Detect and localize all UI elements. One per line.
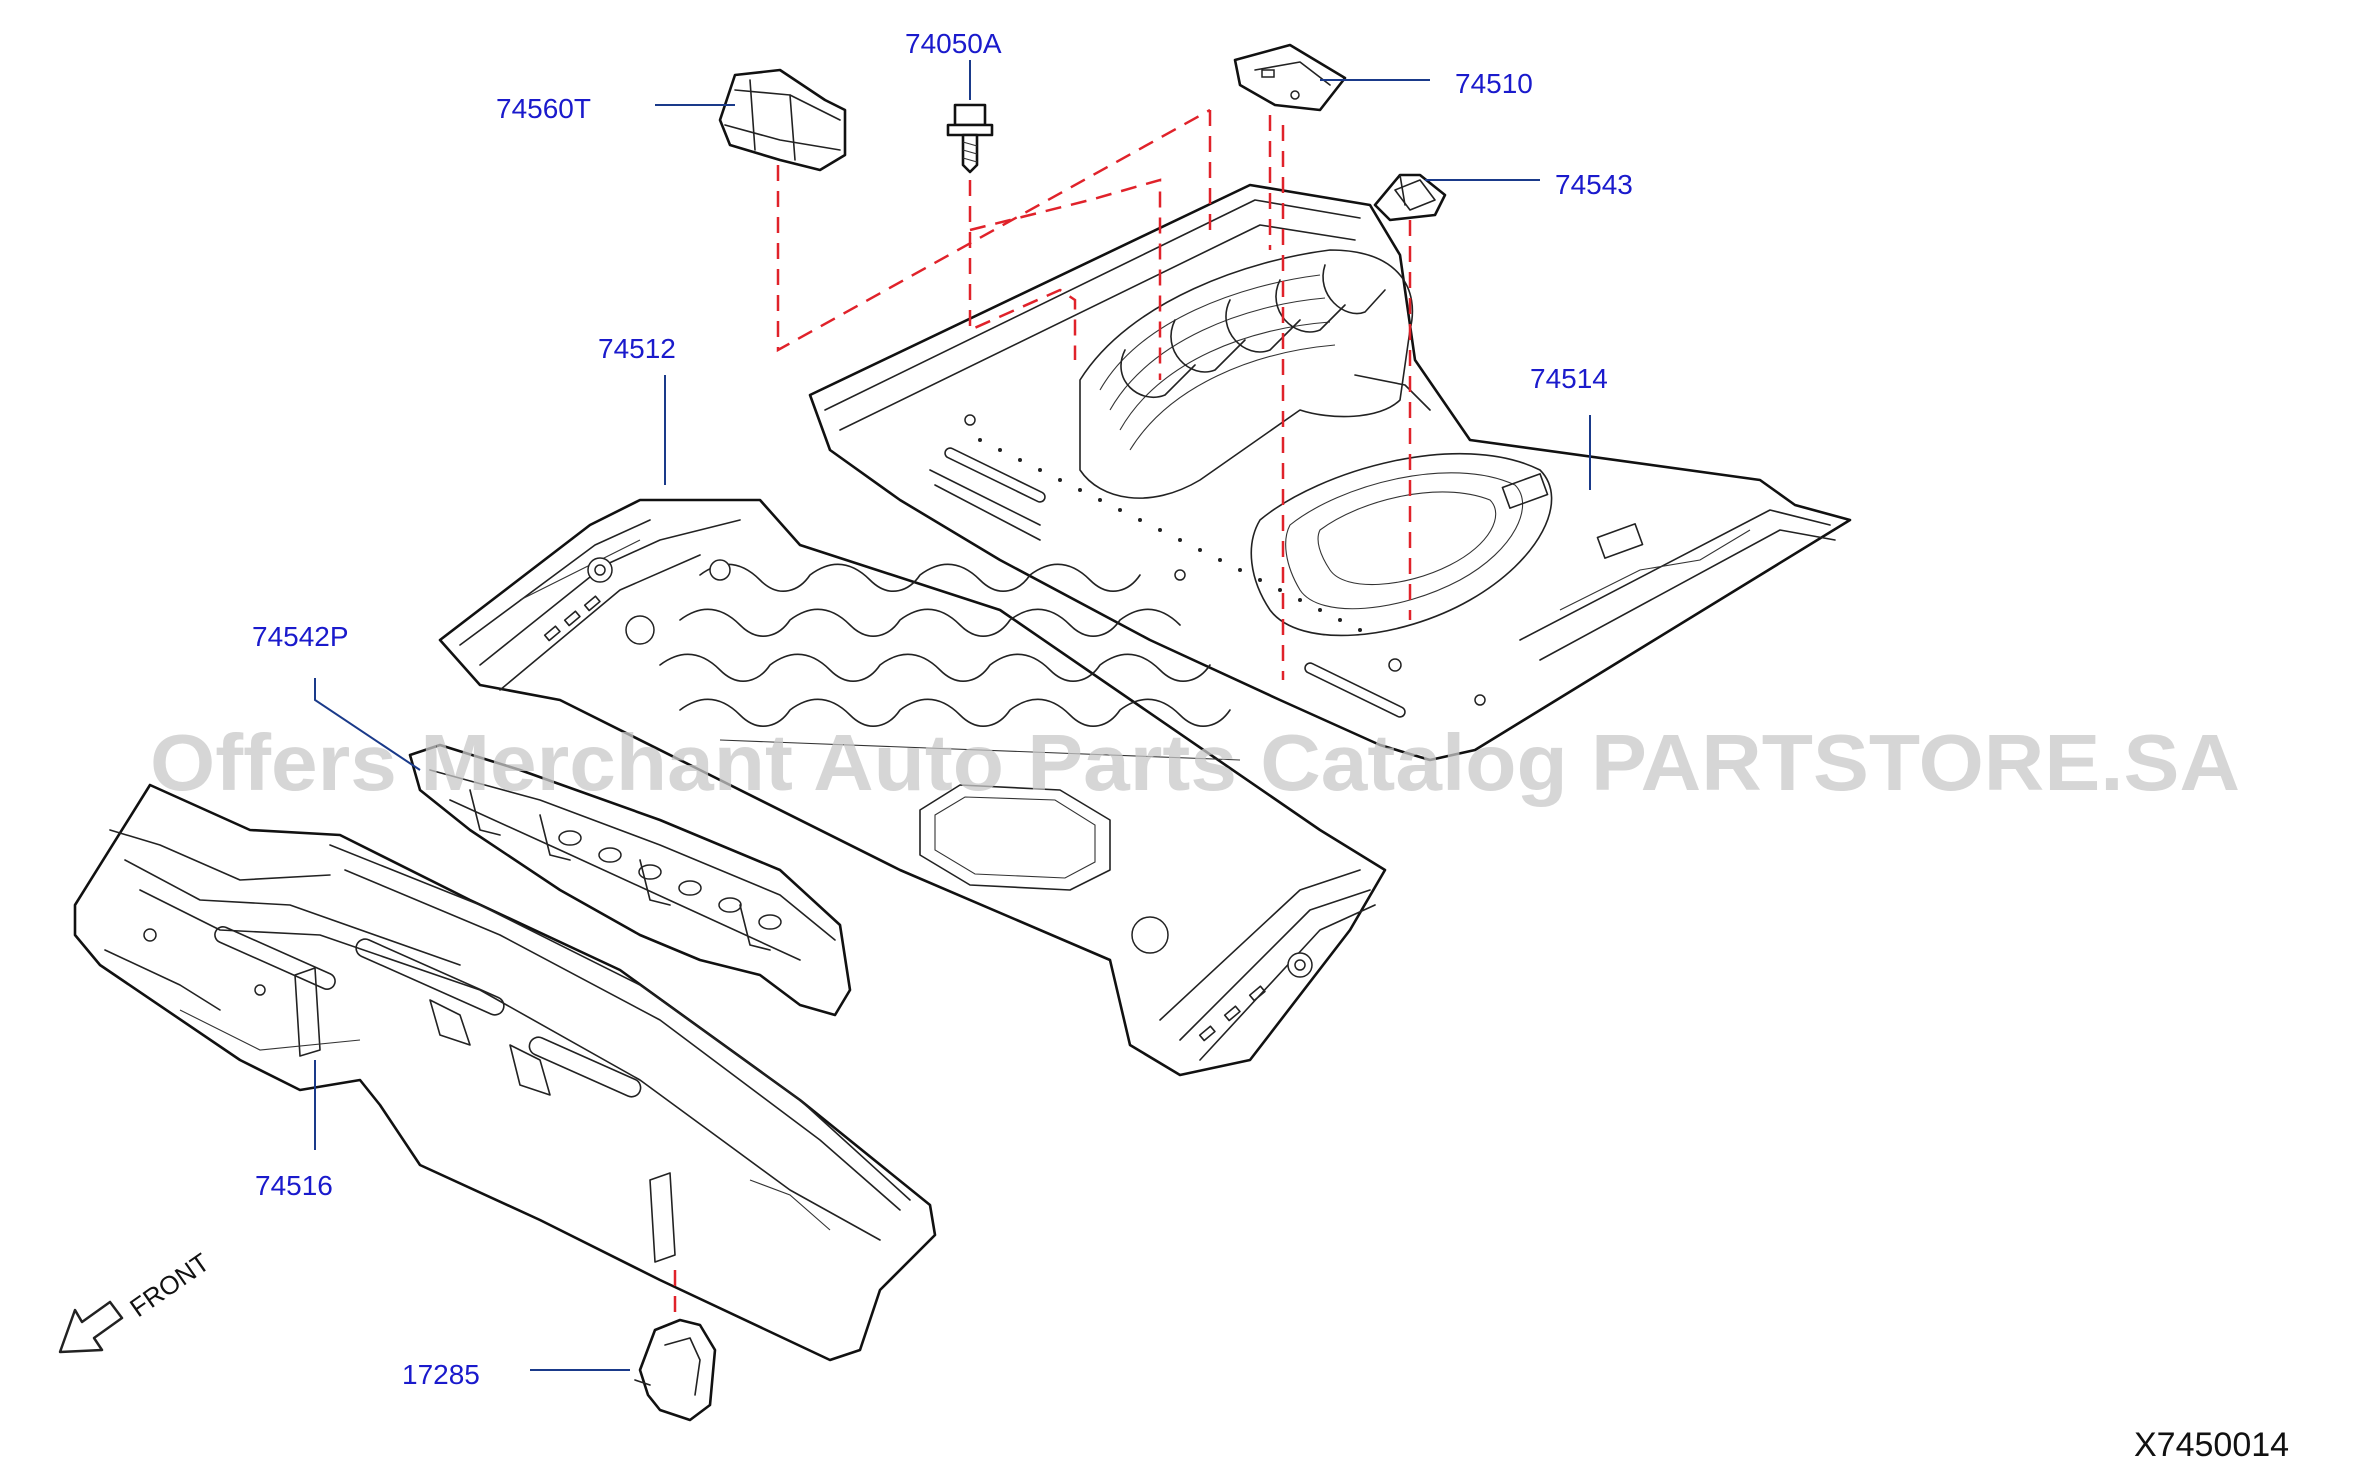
cross-member-74542P[interactable]	[408, 743, 852, 1017]
front-floor-panel-74516[interactable]	[73, 783, 937, 1362]
watermark-text: Offers Merchant Auto Parts Catalog PARTS…	[150, 718, 2240, 807]
clip-17285[interactable]	[634, 1318, 717, 1422]
label-74542P[interactable]: 74542P	[252, 621, 349, 652]
front-arrow-icon	[58, 1300, 124, 1354]
plate-74510[interactable]	[1233, 43, 1347, 112]
label-74516[interactable]: 74516	[255, 1170, 333, 1201]
diagram-code: X7450014	[2134, 1426, 2289, 1464]
front-label: FRONT	[124, 1247, 215, 1323]
label-74514[interactable]: 74514	[1530, 363, 1608, 394]
label-74050A[interactable]: 74050A	[905, 28, 1002, 59]
rear-floor-center-panel-74512[interactable]	[438, 498, 1387, 1077]
bracket-74543[interactable]	[1373, 173, 1447, 222]
label-17285[interactable]: 17285	[402, 1359, 480, 1390]
leader-lines	[314, 60, 1591, 1371]
label-74510[interactable]: 74510	[1455, 68, 1533, 99]
label-74560T[interactable]: 74560T	[496, 93, 591, 124]
label-74512[interactable]: 74512	[598, 333, 676, 364]
assembly-dashed-lines	[673, 108, 1412, 1320]
bracket-74560T[interactable]	[718, 68, 847, 172]
rear-floor-rear-panel-74514[interactable]	[808, 183, 1852, 762]
bolt-74050A[interactable]	[946, 103, 994, 174]
label-74543[interactable]: 74543	[1555, 169, 1633, 200]
front-direction-indicator: FRONT	[58, 1247, 215, 1354]
